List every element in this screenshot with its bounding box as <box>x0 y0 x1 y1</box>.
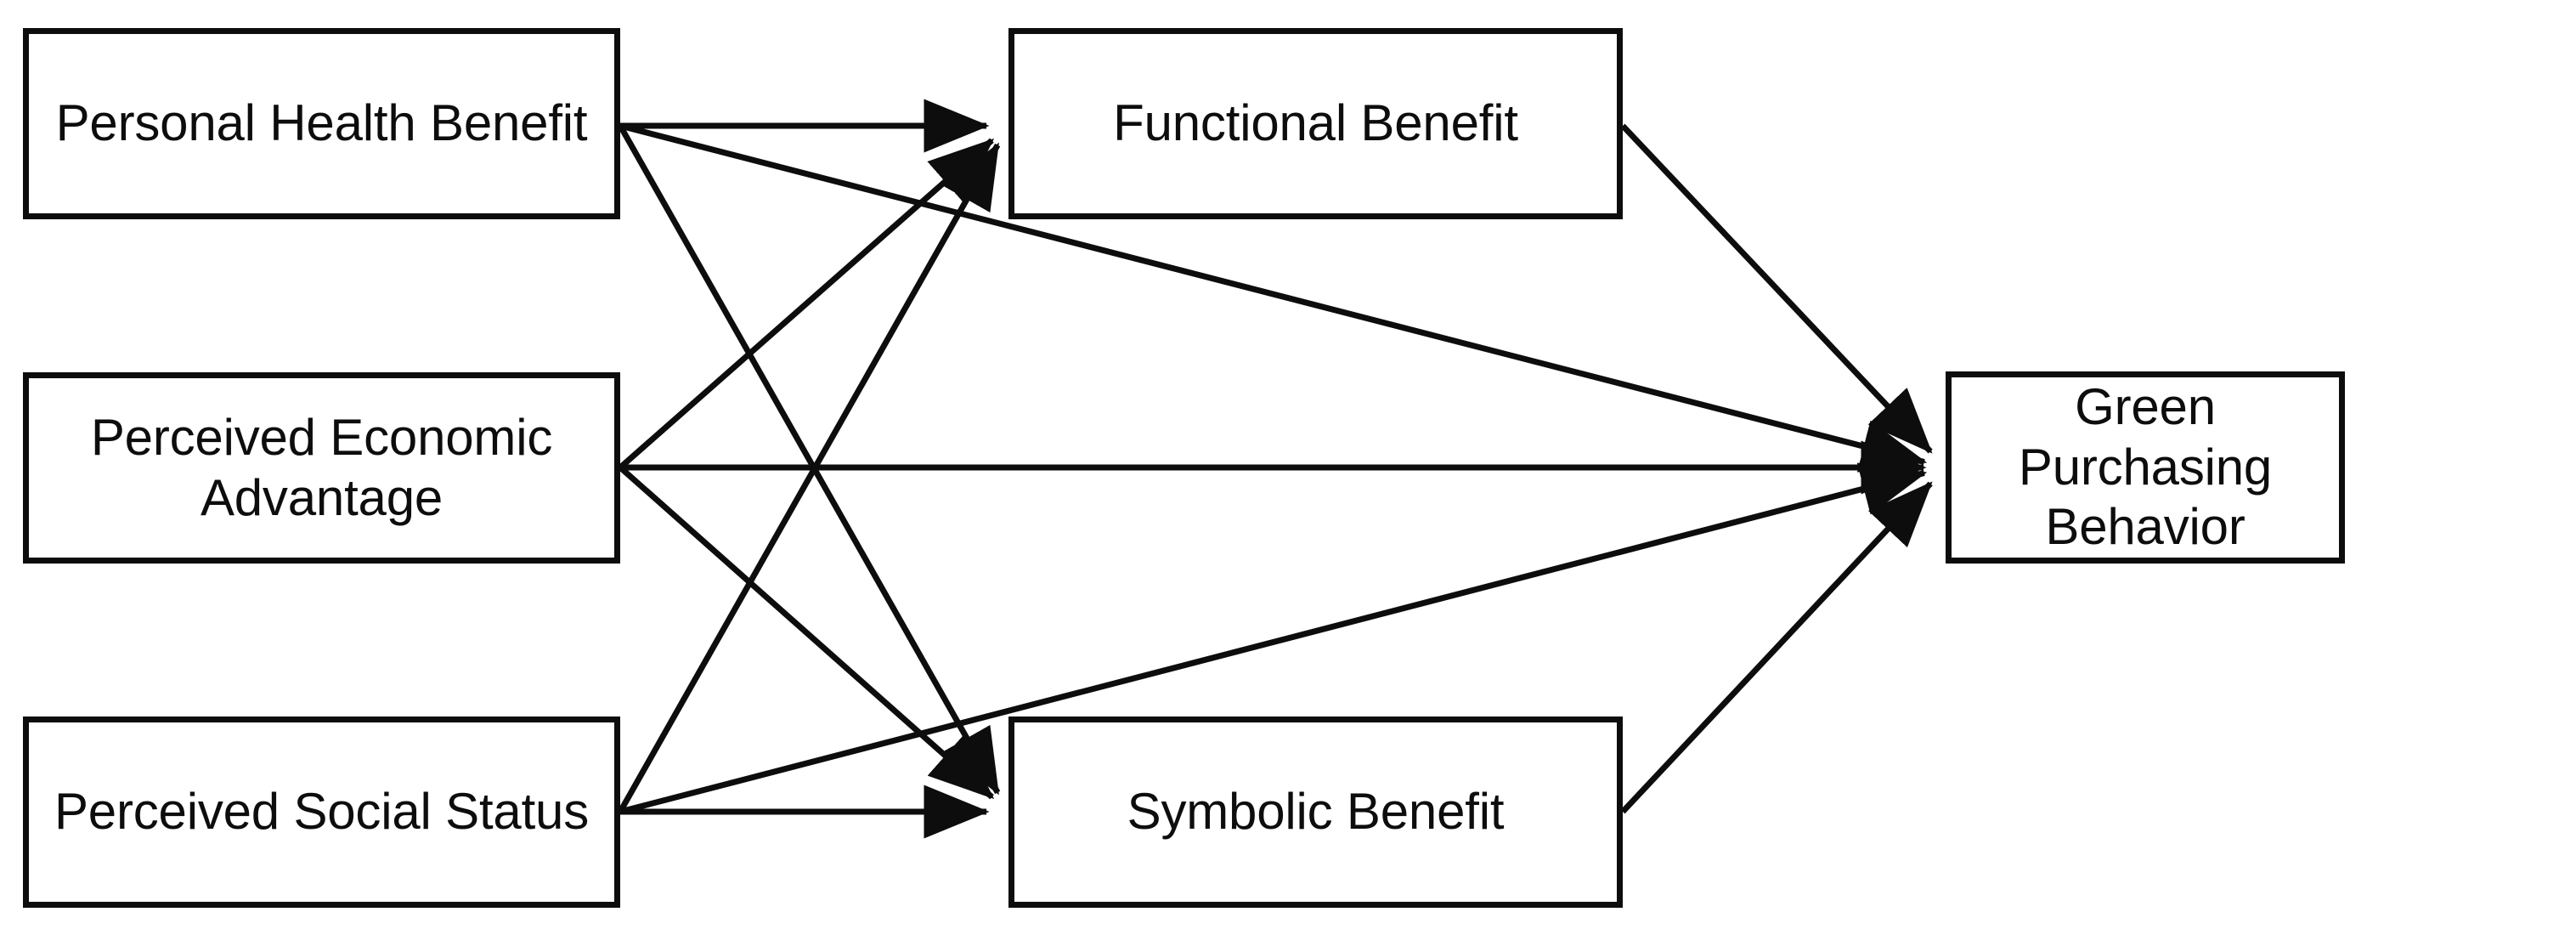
node-functional-benefit[interactable]: Functional Benefit <box>1008 28 1623 219</box>
node-perceived-economic-advantage[interactable]: Perceived Economic Advantage <box>23 372 620 564</box>
edge-pea-to-sb <box>618 465 995 800</box>
node-label-personal-health-benefit: Personal Health Benefit <box>55 94 588 152</box>
node-label-perceived-economic-advantage: Perceived Economic Advantage <box>90 408 553 526</box>
node-perceived-social-status[interactable]: Perceived Social Status <box>23 717 620 908</box>
node-label-perceived-social-status: Perceived Social Status <box>54 783 590 841</box>
node-label-symbolic-benefit: Symbolic Benefit <box>1127 783 1505 841</box>
edge-fb-to-gpb <box>1620 123 1933 454</box>
edge-phb-to-sb <box>617 124 1001 796</box>
edge-sb-to-gpb <box>1620 481 1933 814</box>
edge-phb-to-gpb <box>619 122 1928 473</box>
node-personal-health-benefit[interactable]: Personal Health Benefit <box>23 28 620 219</box>
edge-pea-to-fb <box>618 138 995 470</box>
node-label-green-purchasing-behavior: Green Purchasing Behavior <box>2018 377 2273 556</box>
node-symbolic-benefit[interactable]: Symbolic Benefit <box>1008 717 1623 908</box>
node-label-functional-benefit: Functional Benefit <box>1113 94 1518 152</box>
edge-pss-to-gpb <box>619 462 1928 815</box>
edge-pss-to-fb <box>617 142 1001 813</box>
node-green-purchasing-behavior[interactable]: Green Purchasing Behavior <box>1946 371 2345 564</box>
